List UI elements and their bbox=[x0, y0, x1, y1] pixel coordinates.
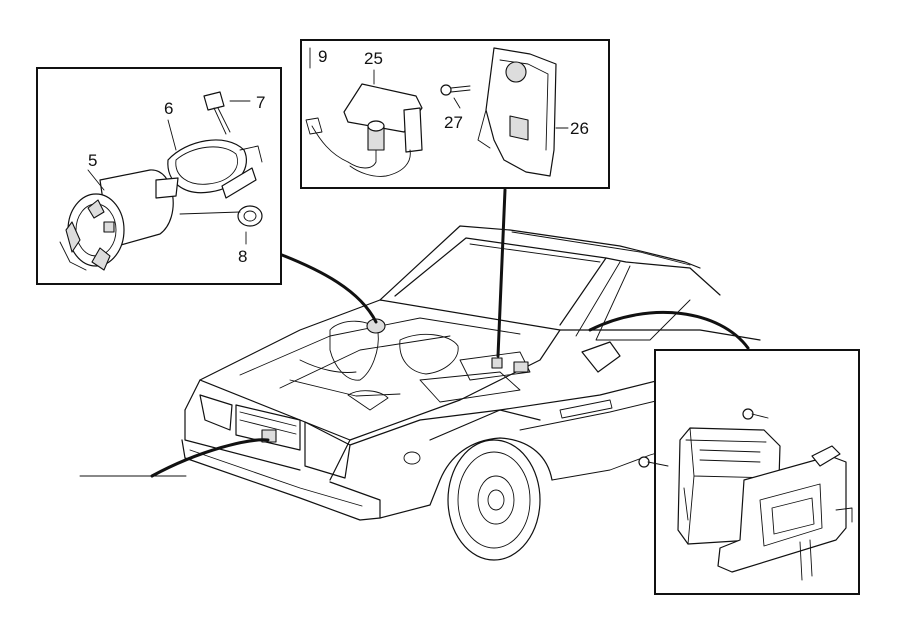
leader-ignition bbox=[496, 188, 507, 358]
detail-box-control-unit bbox=[638, 349, 860, 595]
callout-25: 25 bbox=[364, 49, 383, 68]
leader-front bbox=[150, 438, 270, 478]
leader-control-unit bbox=[588, 311, 750, 350]
callout-7: 7 bbox=[256, 93, 265, 112]
callout-27: 27 bbox=[444, 113, 463, 132]
callout-6: 6 bbox=[164, 99, 173, 118]
detail-box-fuel-pump: 5 6 7 8 bbox=[36, 67, 282, 285]
callout-26: 26 bbox=[570, 119, 589, 138]
callout-5: 5 bbox=[88, 151, 97, 170]
car-illustration bbox=[181, 225, 761, 561]
detail-box-ignition: 9 25 27 26 bbox=[300, 39, 610, 189]
callout-8: 8 bbox=[238, 247, 247, 266]
leader-fuel-pump bbox=[280, 253, 378, 324]
callout-9: 9 bbox=[318, 47, 327, 66]
leader-lines bbox=[79, 188, 750, 478]
